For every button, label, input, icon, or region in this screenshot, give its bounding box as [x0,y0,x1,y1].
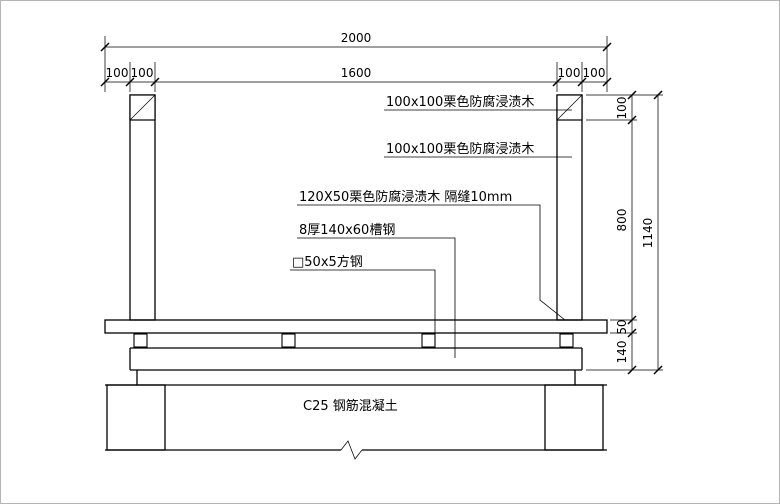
label-channel-steel: 8厚140x60槽钢 [299,223,395,238]
square-steel-tube [559,333,574,348]
leader-line [290,269,436,341]
dim-segment: 100 [583,66,606,80]
dim-overall-width: 2000 [341,31,372,45]
square-steel-tube [421,333,436,348]
dim-segment: 140 [615,341,629,364]
channel-steel-frame [129,347,583,371]
leader-line [297,237,456,358]
leader-line [297,204,566,321]
dim-segment: 100 [558,66,581,80]
label-wood-plank: 120X50栗色防腐浸渍木 隔缝10mm [299,189,512,205]
left-cap-diagonal [129,94,156,121]
dim-segment: 50 [615,319,629,334]
label-concrete: C25 钢筋混凝土 [303,398,398,414]
label-square-steel: □50x5方钢 [292,254,363,270]
square-steel-tube [281,333,296,348]
label-wood-post: 100x100栗色防腐浸渍木 [386,141,534,157]
right-cap-diagonal [556,94,583,121]
label-wood-cap: 100x100栗色防腐浸渍木 [386,94,534,110]
annotations: 100x100栗色防腐浸渍木 100x100栗色防腐浸渍木 120X50栗色防腐… [290,94,572,414]
right-dimensions: 100 800 50 140 1140 [586,90,663,375]
dim-overall-height: 1140 [641,218,655,249]
dimension-ticks [100,42,612,52]
dim-segment: 100 [131,66,154,80]
seat-plank [104,319,608,334]
dim-segment: 1600 [341,66,372,80]
dimension-ticks [100,77,612,87]
dim-segment: 100 [106,66,129,80]
top-dimensions: 2000 100 100 1600 100 100 [100,31,612,92]
square-steel-tube [133,333,148,348]
break-symbol [340,440,363,460]
structure [104,94,608,460]
dimension-ticks [653,90,663,375]
dim-segment: 800 [615,209,629,232]
dim-segment: 100 [615,97,629,120]
dimension-ticks [627,90,637,375]
